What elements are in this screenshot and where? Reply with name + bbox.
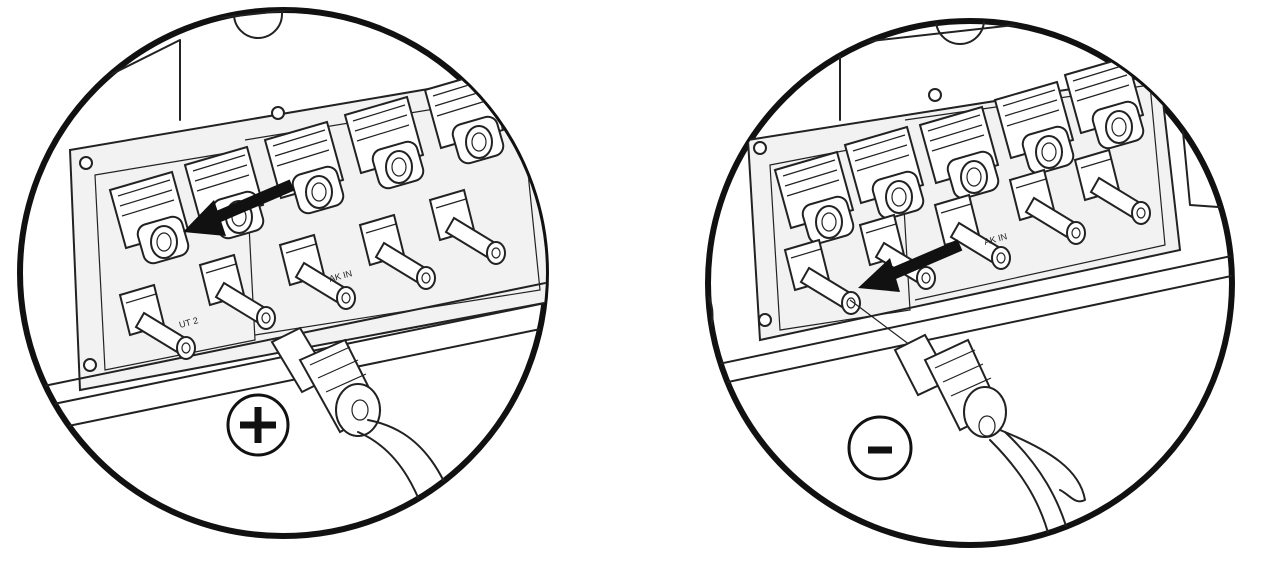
screw xyxy=(753,141,767,155)
plus-icon xyxy=(240,407,276,443)
mounting-plate xyxy=(68,68,546,392)
screw xyxy=(83,358,97,372)
insert-arrow-icon xyxy=(858,239,963,292)
screw xyxy=(79,156,93,170)
negative-polarity-badge xyxy=(847,415,913,481)
negative-panel: AK IN xyxy=(705,18,1235,548)
positive-polarity-badge xyxy=(226,393,290,457)
screw xyxy=(758,313,772,327)
negative-cable-connector xyxy=(849,299,1086,541)
positive-panel: UT 2 AK IN xyxy=(17,7,549,539)
connector-label: UT 2 xyxy=(178,315,199,330)
screw xyxy=(271,106,285,120)
screw xyxy=(928,88,942,102)
insert-arrow-icon xyxy=(183,179,295,236)
